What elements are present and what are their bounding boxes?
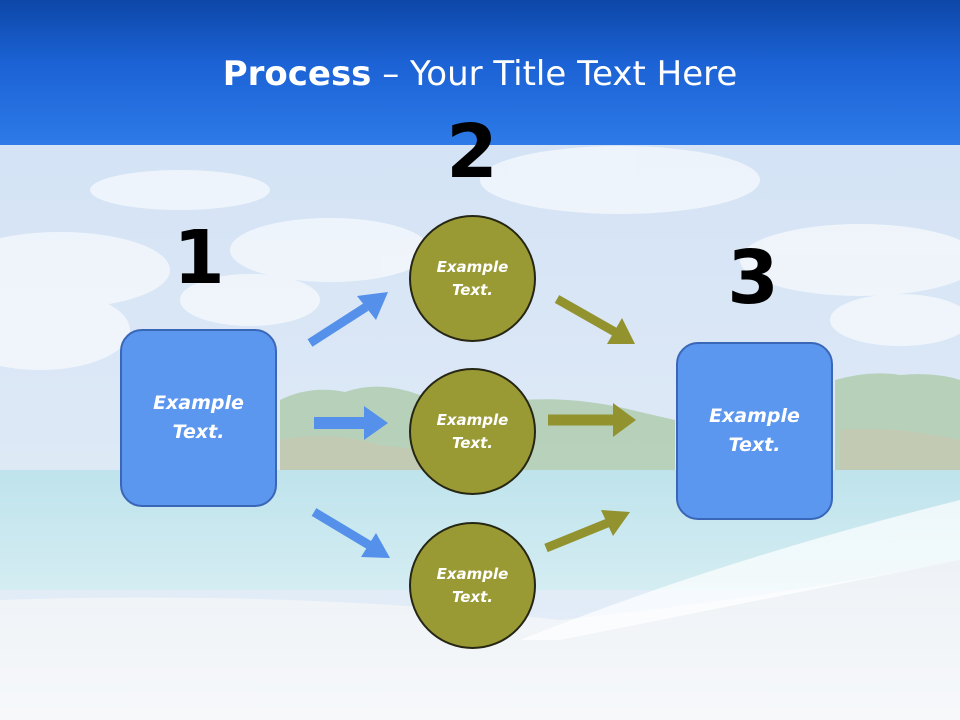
title-bold-text: Process: [222, 54, 372, 94]
start-box: Example Text.: [120, 329, 277, 507]
circle-bottom: Example Text.: [409, 522, 536, 649]
step-number-3: 3: [727, 235, 779, 321]
header-band: [0, 0, 960, 145]
step-number-2: 2: [446, 109, 498, 195]
slide-title: Process – Your Title Text Here: [0, 52, 960, 96]
end-box: Example Text.: [676, 342, 833, 520]
step-number-1: 1: [173, 215, 225, 301]
title-rest-text: – Your Title Text Here: [371, 54, 738, 94]
circle-top: Example Text.: [409, 215, 536, 342]
circle-middle: Example Text.: [409, 368, 536, 495]
